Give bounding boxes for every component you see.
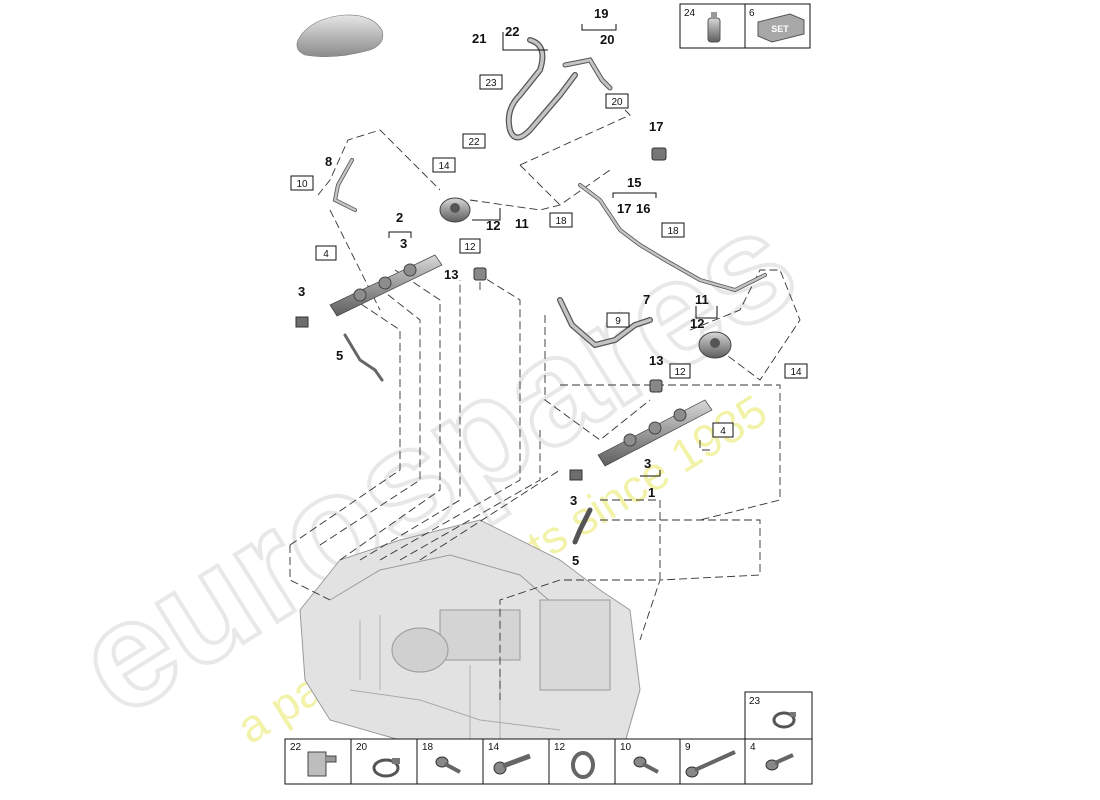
callout-3-right: 3	[570, 493, 577, 508]
callout-11-lower: 11	[695, 292, 709, 307]
ref-box-12-upper: 12	[459, 238, 481, 254]
callout-3-upper: 3	[400, 236, 407, 251]
svg-text:20: 20	[356, 742, 368, 753]
svg-text:23: 23	[485, 78, 497, 89]
ref-box-4-lower: 4	[712, 422, 734, 438]
svg-text:12: 12	[464, 242, 476, 253]
ref-box-22: 22	[462, 133, 486, 149]
callout-5-right: 5	[572, 553, 579, 568]
bottom-legend: 22 20 18 14 12 10 9 4	[284, 738, 813, 785]
ref-box-9: 9	[606, 312, 630, 328]
callout-12-upper: 12	[486, 218, 500, 233]
svg-text:10: 10	[296, 179, 308, 190]
svg-text:9: 9	[615, 316, 621, 327]
bolt-long-icon	[685, 750, 736, 778]
boxed-references: 4 4 9 10 12 12 14 14 18 18 20 22 23	[290, 74, 808, 438]
callout-20: 20	[600, 32, 614, 47]
callout-11-upper: 11	[515, 216, 529, 231]
sensors	[473, 147, 667, 393]
callout-22: 22	[505, 24, 519, 39]
svg-text:23: 23	[749, 696, 761, 707]
callout-16: 16	[636, 201, 650, 216]
callout-17-lower: 17	[617, 201, 631, 216]
hose-clamp-icon	[772, 711, 796, 729]
car-model-icon	[296, 14, 384, 57]
svg-text:22: 22	[290, 742, 302, 753]
ref-box-14-lower: 14	[784, 363, 808, 379]
svg-text:18: 18	[667, 226, 679, 237]
ref-box-10: 10	[290, 175, 314, 191]
svg-text:4: 4	[750, 742, 756, 753]
callout-21: 21	[472, 31, 486, 46]
top-legend: 24 6 SET	[679, 3, 811, 49]
clamp-icon	[307, 751, 337, 777]
callout-numbers: 1 2 3 3 3 3 5 5 7 8 11 11 12 12 13 13 15…	[298, 6, 709, 568]
set-box-icon: SET	[757, 13, 805, 43]
svg-text:12: 12	[674, 367, 686, 378]
svg-text:14: 14	[790, 367, 802, 378]
svg-text:14: 14	[488, 742, 500, 753]
svg-text:12: 12	[554, 742, 566, 753]
svg-text:14: 14	[438, 161, 450, 172]
svg-text:20: 20	[611, 97, 623, 108]
hose-clamp-icon	[372, 758, 400, 778]
callout-13-lower: 13	[649, 353, 663, 368]
fuel-pipes	[332, 37, 767, 545]
seal-ring-icon	[571, 751, 595, 779]
callout-7: 7	[643, 292, 650, 307]
svg-text:9: 9	[685, 742, 691, 753]
ref-box-18-left: 18	[549, 212, 573, 228]
callout-1: 1	[648, 485, 655, 500]
legend-23: 23	[744, 691, 813, 740]
bolt-icon	[633, 756, 659, 774]
engine-block-illustration	[299, 519, 641, 766]
callout-13-upper: 13	[444, 267, 458, 282]
svg-text:SET: SET	[771, 24, 789, 34]
ref-box-23: 23	[479, 74, 503, 90]
bolt-icon	[435, 756, 461, 774]
fuel-rail-left	[295, 254, 443, 328]
svg-text:18: 18	[422, 742, 434, 753]
callout-17-upper: 17	[649, 119, 663, 134]
callout-8: 8	[325, 154, 332, 169]
callout-5-left: 5	[336, 348, 343, 363]
legend-6-number: 6	[749, 8, 755, 19]
svg-text:18: 18	[555, 216, 567, 227]
ref-box-14-upper: 14	[432, 157, 456, 173]
high-pressure-pump-upper	[439, 197, 471, 223]
bolt-icon	[765, 753, 794, 771]
svg-text:10: 10	[620, 742, 632, 753]
ref-box-4-upper: 4	[315, 245, 337, 261]
svg-text:4: 4	[323, 249, 329, 260]
fuel-rail-right	[569, 399, 713, 481]
high-pressure-pump-lower	[698, 331, 732, 359]
ref-box-12-lower: 12	[669, 363, 691, 379]
svg-text:4: 4	[720, 426, 726, 437]
callout-3-left: 3	[298, 284, 305, 299]
svg-text:22: 22	[468, 137, 480, 148]
ref-box-18-right: 18	[661, 222, 685, 238]
callout-brackets	[388, 24, 718, 477]
callout-12-lower: 12	[690, 316, 704, 331]
legend-24-number: 24	[684, 8, 696, 19]
callout-15: 15	[627, 175, 641, 190]
ref-box-20: 20	[605, 93, 629, 109]
spray-can-icon	[707, 12, 721, 43]
callout-3-lower: 3	[644, 456, 651, 471]
callout-2: 2	[396, 210, 403, 225]
callout-19: 19	[594, 6, 608, 21]
bolt-long-icon	[493, 753, 531, 775]
